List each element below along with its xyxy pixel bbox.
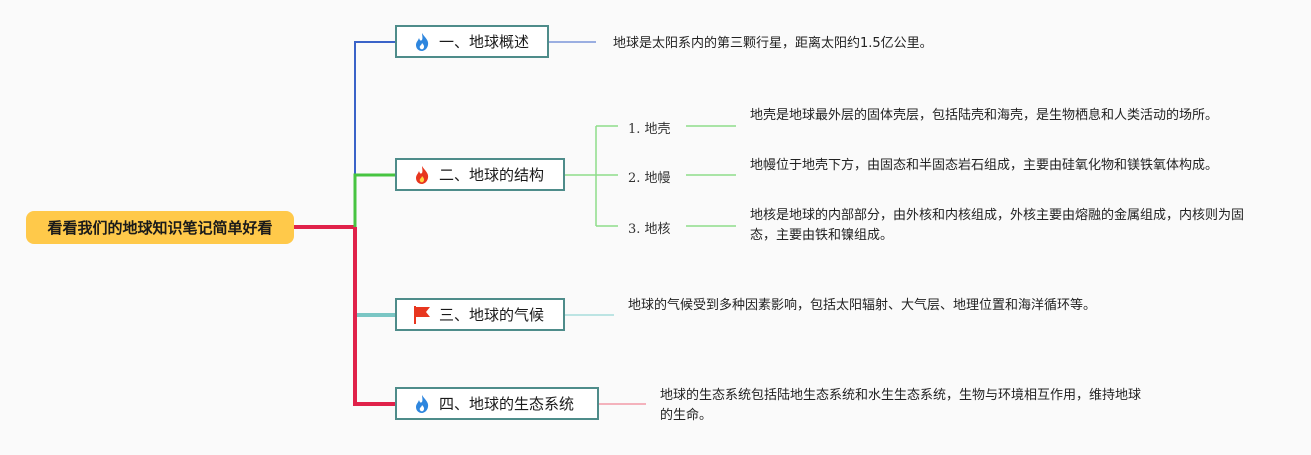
link-branch-3 (353, 227, 396, 317)
sub-mantle[interactable]: 2. 地幔 (628, 171, 671, 186)
sub-crust[interactable]: 1. 地壳 (628, 122, 671, 137)
branch-ecosystem[interactable]: 四、地球的生态系统 (395, 387, 599, 420)
link-branch-4 (353, 227, 396, 406)
branch-ecosystem-label: 四、地球的生态系统 (439, 395, 575, 413)
red-flag-icon (411, 304, 433, 326)
link-branch-2 (353, 173, 396, 227)
blue-flame-icon (411, 31, 433, 53)
note-climate: 地球的气候受到多种因素影响，包括太阳辐射、大气层、地理位置和海洋循环等。 (628, 298, 1097, 313)
branch-structure-label: 二、地球的结构 (439, 166, 545, 184)
note-crust: 地壳是地球最外层的固体壳层，包括陆壳和海壳，是生物栖息和人类活动的场所。 (750, 108, 1219, 123)
branch-overview[interactable]: 一、地球概述 (395, 25, 549, 58)
note-core: 地核是地球的内部部分，由外核和内核组成，外核主要由熔融的金属组成，内核则为固态，… (750, 208, 1245, 243)
red-flame-icon (411, 164, 433, 186)
note-overview: 地球是太阳系内的第三颗行星，距离太阳约1.5亿公里。 (613, 36, 933, 51)
root-topic-label: 看看我们的地球知识笔记简单好看 (47, 219, 273, 237)
note-ecosystem: 地球的生态系统包括陆地生态系统和水生生态系统，生物与环境相互作用，维持地球的生命… (660, 388, 1142, 423)
link-branch-1 (354, 41, 396, 227)
blue-flame-icon (411, 393, 433, 415)
branch-structure[interactable]: 二、地球的结构 (395, 158, 565, 191)
branch-climate[interactable]: 三、地球的气候 (395, 298, 565, 331)
root-topic[interactable]: 看看我们的地球知识笔记简单好看 (26, 211, 294, 244)
link-sub-notes (686, 125, 736, 227)
link-sub-tree (564, 125, 618, 227)
sub-core[interactable]: 3. 地核 (628, 222, 671, 237)
branch-overview-label: 一、地球概述 (439, 33, 530, 51)
branch-climate-label: 三、地球的气候 (439, 306, 545, 324)
note-mantle: 地幔位于地壳下方，由固态和半固态岩石组成，主要由硅氧化物和镁铁氧体构成。 (750, 158, 1219, 173)
